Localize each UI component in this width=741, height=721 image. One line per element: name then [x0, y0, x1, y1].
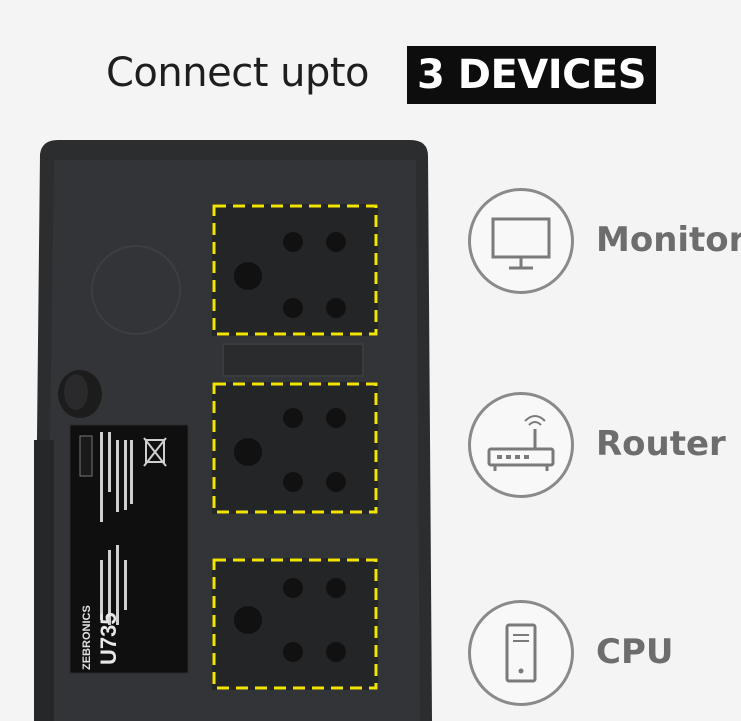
- cpu-icon: [468, 600, 574, 706]
- device-cpu: CPU: [468, 600, 741, 712]
- device-router: Router: [468, 392, 741, 504]
- headline: Connect upto 3 DEVICES: [0, 46, 741, 106]
- ups-device-image: ZEBRONICS U735: [34, 140, 432, 721]
- model-label: U735: [96, 612, 121, 665]
- device-label: Monitor: [596, 220, 741, 260]
- socket-group: [212, 204, 378, 690]
- brand-label: ZEBRONICS: [81, 605, 93, 670]
- router-icon: [468, 392, 574, 498]
- device-label: Router: [596, 424, 726, 464]
- headline-highlight: 3 DEVICES: [407, 46, 657, 104]
- headline-text: Connect upto: [106, 50, 370, 96]
- cover-circle: [91, 245, 181, 335]
- device-list: Monitor Router CPU: [468, 188, 741, 708]
- device-label: CPU: [596, 632, 674, 672]
- device-monitor: Monitor: [468, 188, 741, 300]
- monitor-icon: [468, 188, 574, 294]
